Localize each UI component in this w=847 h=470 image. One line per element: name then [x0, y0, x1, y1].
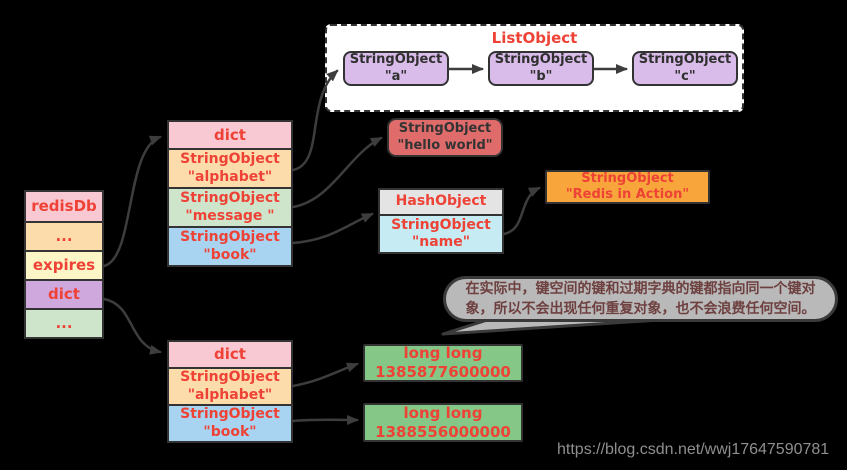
long-long-2-value: 1388556000000 [375, 422, 511, 441]
hash-object-header: HashObject [395, 193, 487, 210]
speech-bubble: 在实际中，键空间的键和过期字典的键都指向同一个键对象，所以不会出现任何重复对象，… [443, 276, 838, 322]
hello-world-box: StringObject "hello world" [387, 118, 503, 157]
redis-in-action-box: StringObject "Redis in Action" [545, 170, 710, 204]
upper-book-row: StringObject "book" [169, 226, 291, 265]
watermark-url: https://blog.csdn.net/wwj17647590781 [557, 441, 830, 458]
upper-book-type: StringObject [180, 229, 280, 246]
ellipsis-label-1: ... [55, 227, 73, 246]
redis-in-action-value: "Redis in Action" [565, 187, 690, 202]
list-object-container: ListObject StringObject "a" StringObject… [325, 24, 744, 112]
list-item-b-value: "b" [529, 68, 553, 84]
hello-world-value: "hello world" [397, 137, 493, 153]
list-item-b: StringObject "b" [488, 51, 594, 86]
arrow-name-to-redisinaction [502, 186, 541, 236]
expires-row: expires [26, 250, 102, 279]
upper-message-value: "message " [185, 207, 275, 224]
lower-book-row: StringObject "book" [169, 404, 291, 441]
long-long-2-type: long long [403, 403, 483, 422]
expires-label: expires [32, 256, 96, 275]
upper-message-type: StringObject [180, 190, 280, 207]
upper-dict-header: dict [214, 125, 246, 144]
long-long-1-value: 1385877600000 [375, 363, 511, 381]
ellipsis-label-2: ... [55, 314, 73, 333]
lower-book-type: StringObject [180, 406, 280, 423]
hello-world-type: StringObject [398, 121, 492, 137]
lower-book-value: "book" [203, 423, 257, 440]
lower-dict-header-row: dict [169, 342, 291, 367]
upper-alphabet-value: "alphabet" [187, 168, 273, 185]
long-long-1-type: long long [403, 344, 483, 363]
dict-label: dict [48, 285, 80, 304]
arrow-alphabet2-to-longlong1 [291, 362, 359, 388]
list-object-title: ListObject [491, 29, 578, 47]
hash-name-row: StringObject "name" [380, 214, 502, 252]
long-long-box-2: long long 1388556000000 [363, 403, 523, 442]
arrow-dict-to-lower-dict [102, 297, 162, 355]
speech-bubble-text: 在实际中，键空间的键和过期字典的键都指向同一个键对象，所以不会出现任何重复对象，… [465, 280, 816, 317]
list-item-a: StringObject "a" [343, 51, 449, 86]
hash-object-table: HashObject StringObject "name" [378, 188, 504, 254]
lower-alphabet-type: StringObject [180, 369, 280, 386]
list-item-a-type: StringObject [349, 52, 443, 68]
hash-name-value: "name" [411, 234, 471, 250]
arrow-expires-to-upper-dict [102, 135, 162, 268]
list-item-c: StringObject "c" [632, 51, 738, 86]
upper-message-row: StringObject "message " [169, 187, 291, 226]
list-item-c-value: "c" [674, 68, 696, 84]
redisdb-row: redisDb [26, 192, 102, 221]
upper-alphabet-row: StringObject "alphabet" [169, 148, 291, 187]
ellipsis-row-2: ... [26, 308, 102, 337]
redisdb-label: redisDb [31, 197, 97, 216]
list-item-a-value: "a" [384, 68, 408, 84]
lower-alphabet-value: "alphabet" [187, 386, 273, 403]
lower-dict-table: dict StringObject "alphabet" StringObjec… [167, 340, 293, 443]
arrow-book2-to-longlong2 [291, 414, 359, 425]
list-item-b-type: StringObject [494, 52, 588, 68]
lower-alphabet-row: StringObject "alphabet" [169, 367, 291, 404]
ellipsis-row-1: ... [26, 221, 102, 250]
upper-alphabet-type: StringObject [180, 151, 280, 168]
redisdb-table: redisDb ... expires dict ... [24, 190, 104, 339]
long-long-box-1: long long 1385877600000 [363, 344, 523, 382]
upper-book-value: "book" [203, 246, 257, 263]
lower-dict-header: dict [214, 345, 246, 364]
arrow-book-to-hashobject [291, 212, 374, 245]
arrow-message-to-helloworld [291, 136, 383, 209]
dict-row: dict [26, 279, 102, 308]
hash-object-header-row: HashObject [380, 190, 502, 214]
list-item-c-type: StringObject [638, 52, 732, 68]
upper-dict-table: dict StringObject "alphabet" StringObjec… [167, 120, 293, 267]
upper-dict-header-row: dict [169, 122, 291, 148]
hash-name-type: StringObject [391, 216, 491, 233]
redis-in-action-type: StringObject [581, 170, 674, 186]
